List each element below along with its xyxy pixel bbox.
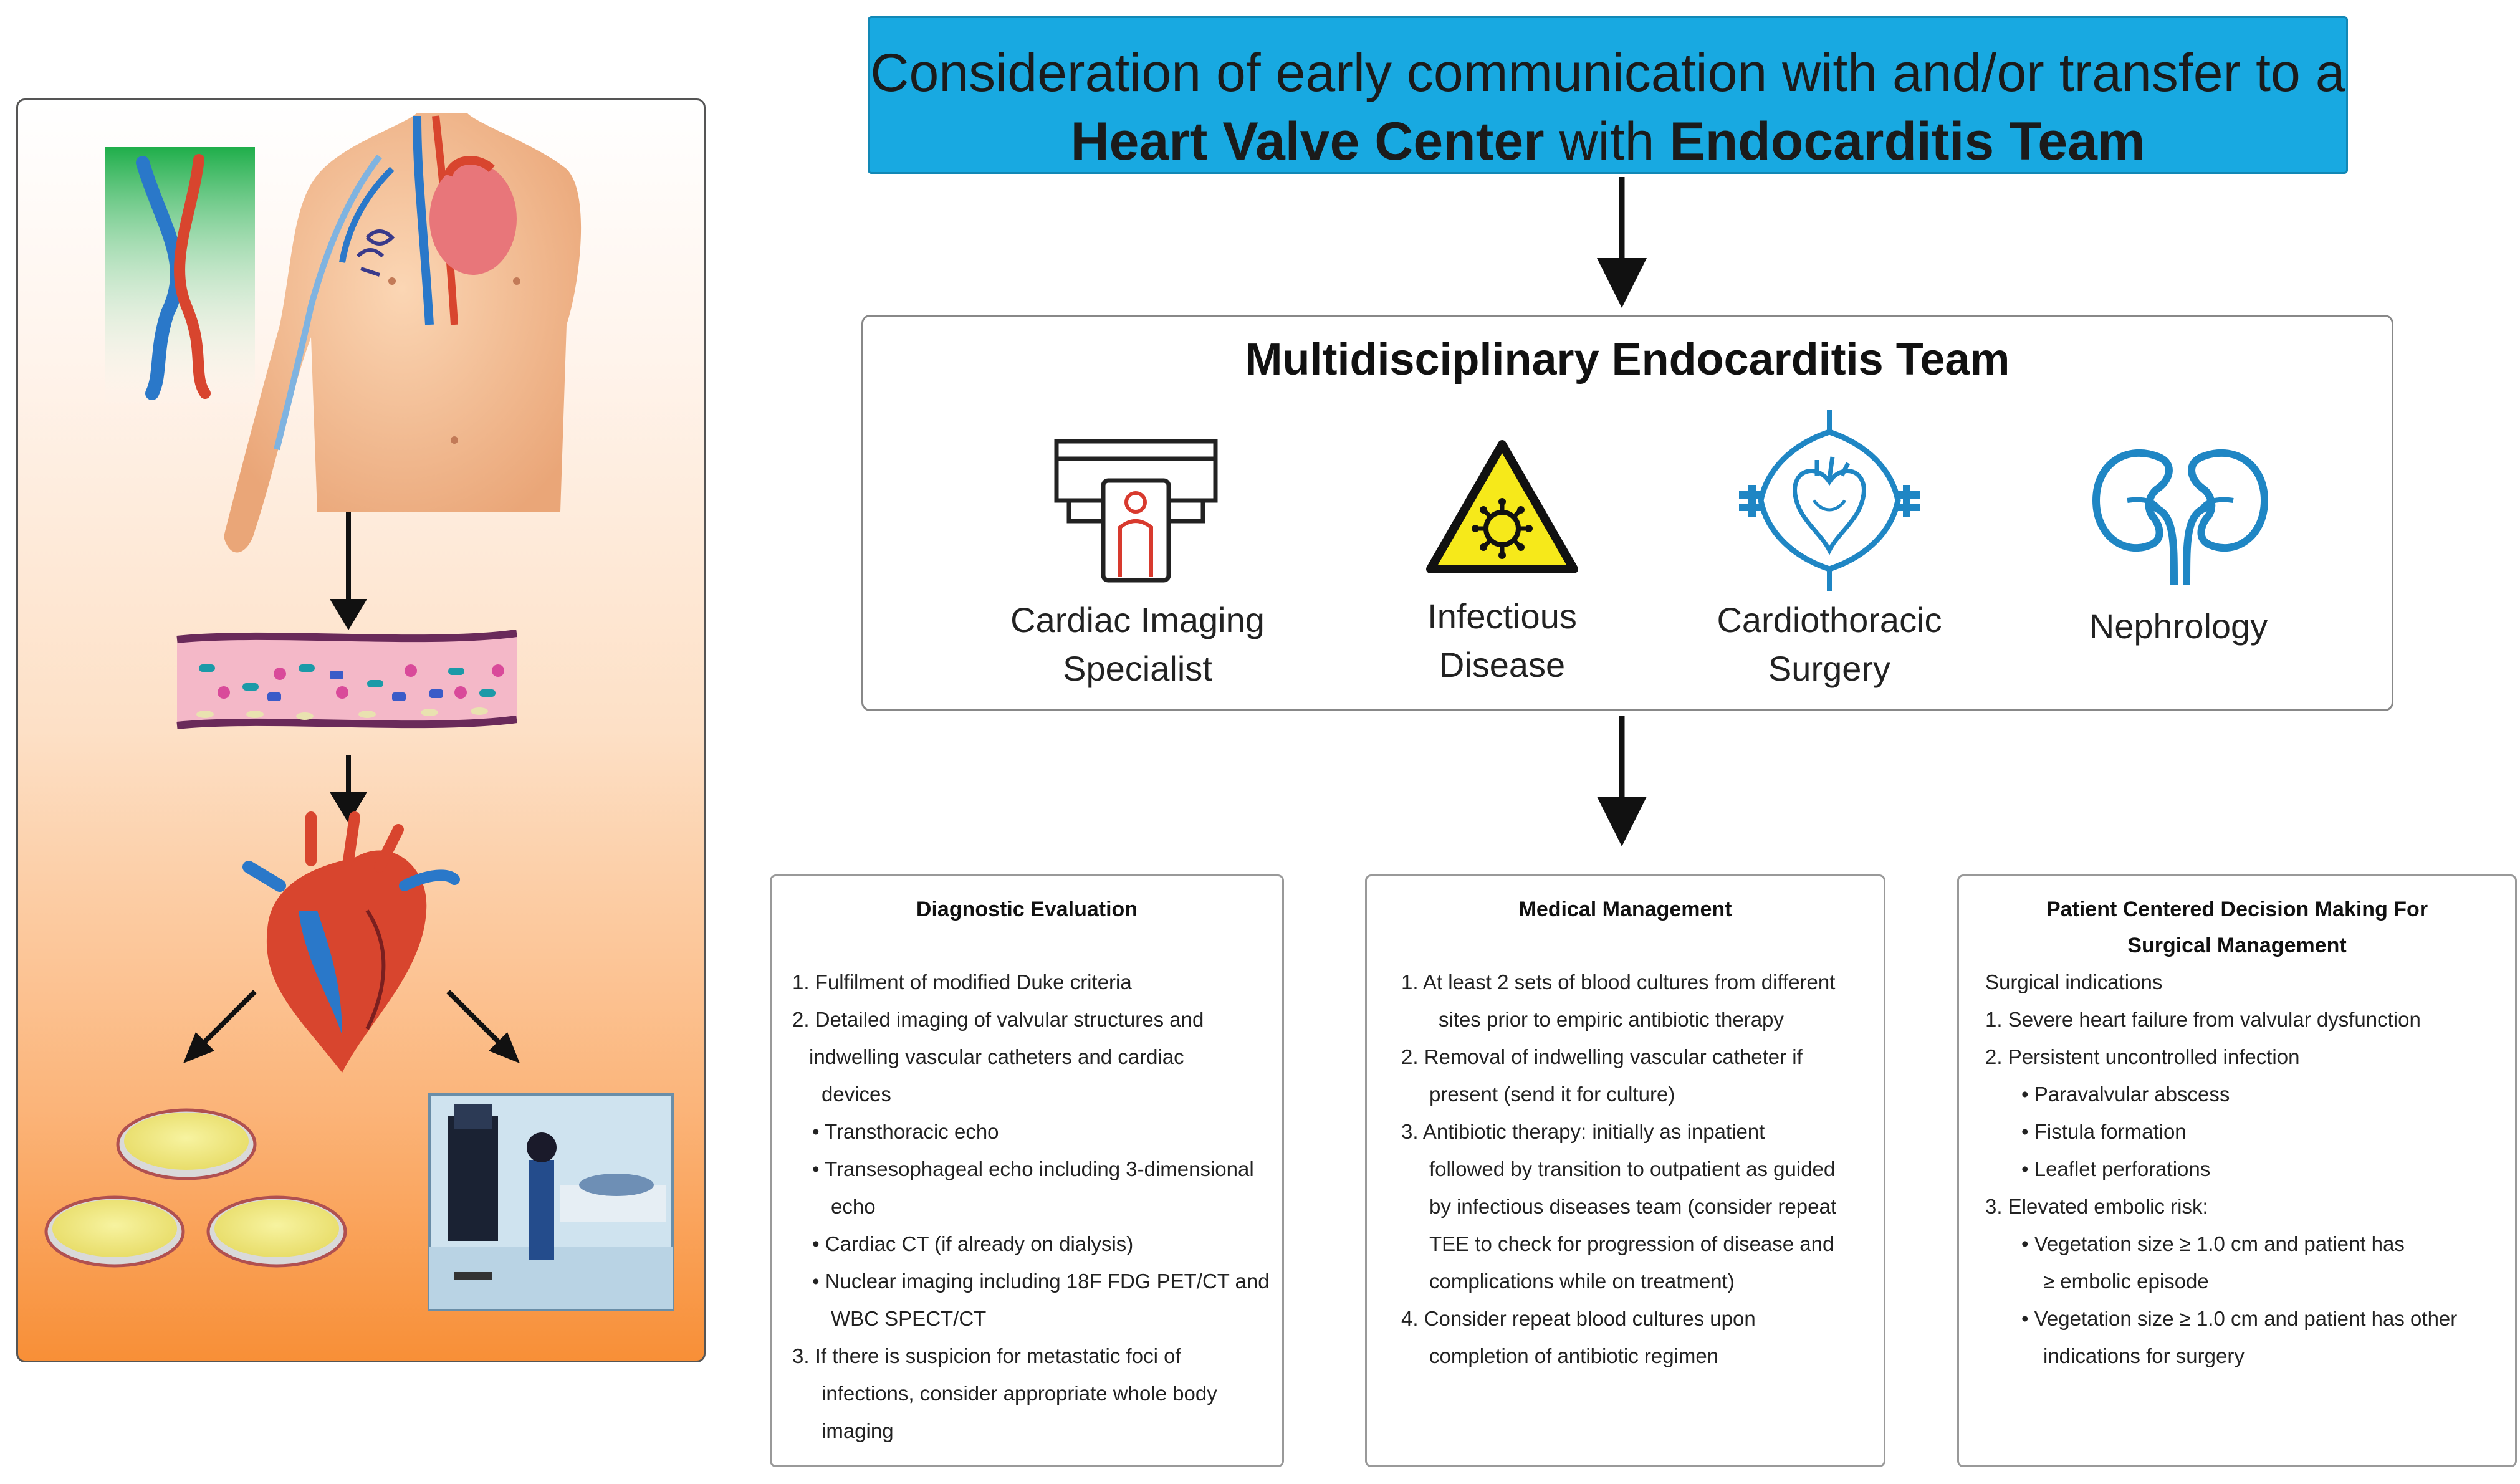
heart-surgery-icon	[1736, 407, 1923, 594]
specialty-label-line: Cardiothoracic	[1674, 596, 1985, 644]
banner-line-1: Consideration of early communication wit…	[870, 42, 2346, 104]
arrow-down-right-icon	[448, 992, 520, 1063]
list-item: 1. Severe heart failure from valvular dy…	[1985, 1007, 2421, 1032]
cardiac-imaging-icon	[1050, 428, 1225, 583]
list-item: echo	[831, 1194, 876, 1219]
card-title: Diagnostic Evaluation	[772, 891, 1282, 927]
multidisciplinary-team-box: Multidisciplinary Endocarditis Team Card…	[861, 315, 2393, 711]
specialty-cardiothoracic-surgery-label: Cardiothoracic Surgery	[1674, 596, 1985, 693]
specialty-label-line: Infectious	[1346, 592, 1658, 641]
list-item: • Fistula formation	[2021, 1119, 2187, 1144]
list-item: Surgical indications	[1985, 970, 2162, 995]
card-title: Surgical Management	[1959, 927, 2515, 964]
list-item: sites prior to empiric antibiotic therap…	[1439, 1007, 1784, 1032]
list-item: ≥ embolic episode	[2043, 1269, 2209, 1294]
list-item: 4. Consider repeat blood cultures upon	[1401, 1306, 1756, 1331]
petri-dish-icon	[46, 1197, 183, 1266]
list-item: 2. Removal of indwelling vascular cathet…	[1401, 1045, 1803, 1070]
list-item: • Paravalvular abscess	[2021, 1082, 2230, 1107]
vein-inset-icon	[105, 147, 255, 409]
diagnostic-evaluation-card: Diagnostic Evaluation 1. Fulfilment of m…	[770, 874, 1284, 1467]
surgical-management-card: Patient Centered Decision Making For Sur…	[1957, 874, 2517, 1467]
list-item: devices	[822, 1082, 891, 1107]
arrow-down-left-icon	[183, 992, 255, 1063]
list-item: indications for surgery	[2043, 1344, 2245, 1369]
list-item: present (send it for culture)	[1429, 1082, 1675, 1107]
list-item: • Transesophageal echo including 3-dimen…	[812, 1157, 1254, 1182]
list-item: TEE to check for progression of disease …	[1429, 1232, 1834, 1257]
card-title: Patient Centered Decision Making For	[1959, 891, 2515, 927]
list-item: 2. Detailed imaging of valvular structur…	[792, 1007, 1204, 1032]
petri-dish-icon	[118, 1110, 255, 1179]
list-item: • Vegetation size ≥ 1.0 cm and patient h…	[2021, 1306, 2457, 1331]
list-item: • Nuclear imaging including 18F FDG PET/…	[812, 1269, 1270, 1294]
specialty-infectious-disease-label: Infectious Disease	[1346, 592, 1658, 689]
specialty-label-line: Specialist	[982, 644, 1293, 693]
arrow-down-icon	[330, 512, 367, 630]
team-title: Multidisciplinary Endocarditis Team	[863, 334, 2392, 385]
list-item: • Transthoracic echo	[812, 1119, 999, 1144]
list-item: indwelling vascular catheters and cardia…	[809, 1045, 1184, 1070]
specialty-label-line: Cardiac Imaging	[982, 596, 1293, 644]
banner-line-2: Heart Valve Center with Endocarditis Tea…	[870, 110, 2346, 173]
list-item: 1. Fulfilment of modified Duke criteria	[792, 970, 1132, 995]
infected-vessel-icon	[177, 633, 517, 725]
list-item: infections, consider appropriate whole b…	[822, 1381, 1217, 1406]
petri-dish-icon	[208, 1197, 345, 1266]
list-item: • Vegetation size ≥ 1.0 cm and patient h…	[2021, 1232, 2405, 1257]
list-item: • Leaflet perforations	[2021, 1157, 2210, 1182]
arrow-down-icon	[1597, 177, 1647, 314]
banner-emphasis-heart-valve-center: Heart Valve Center	[1071, 112, 1545, 171]
list-item: completion of antibiotic regimen	[1429, 1344, 1718, 1369]
list-item: complications while on treatment)	[1429, 1269, 1735, 1294]
card-title: Medical Management	[1367, 891, 1884, 927]
specialty-cardiac-imaging-label: Cardiac Imaging Specialist	[982, 596, 1293, 693]
heart-icon	[249, 817, 454, 1073]
list-item: by infectious diseases team (consider re…	[1429, 1194, 1836, 1219]
illustration-panel	[16, 98, 706, 1362]
list-item: 3. If there is suspicion for metastatic …	[792, 1344, 1181, 1369]
list-item: 3. Antibiotic therapy: initially as inpa…	[1401, 1119, 1765, 1144]
biohazard-icon	[1424, 438, 1580, 575]
kidney-icon	[2090, 444, 2271, 588]
list-item: 3. Elevated embolic risk:	[1985, 1194, 2208, 1219]
specialty-nephrology-label: Nephrology	[2023, 602, 2334, 651]
list-item: 2. Persistent uncontrolled infection	[1985, 1045, 2299, 1070]
referral-banner: Consideration of early communication wit…	[868, 16, 2348, 174]
arrow-down-icon	[330, 755, 367, 823]
list-item: imaging	[822, 1419, 894, 1443]
list-item: • Cardiac CT (if already on dialysis)	[812, 1232, 1133, 1257]
list-item: 1. At least 2 sets of blood cultures fro…	[1401, 970, 1835, 995]
pathophysiology-illustration	[18, 100, 704, 1361]
specialty-label-line: Nephrology	[2023, 602, 2334, 651]
list-item: WBC SPECT/CT	[831, 1306, 986, 1331]
banner-connector: with	[1545, 112, 1670, 171]
patient-torso-icon	[224, 113, 581, 552]
list-item: followed by transition to outpatient as …	[1429, 1157, 1835, 1182]
arrow-down-icon	[1597, 716, 1647, 853]
specialty-label-line: Disease	[1346, 641, 1658, 689]
medical-management-card: Medical Management 1. At least 2 sets of…	[1365, 874, 1885, 1467]
banner-emphasis-endocarditis-team: Endocarditis Team	[1669, 112, 2145, 171]
specialty-label-line: Surgery	[1674, 644, 1985, 693]
echocardiography-scene-icon	[429, 1094, 673, 1309]
